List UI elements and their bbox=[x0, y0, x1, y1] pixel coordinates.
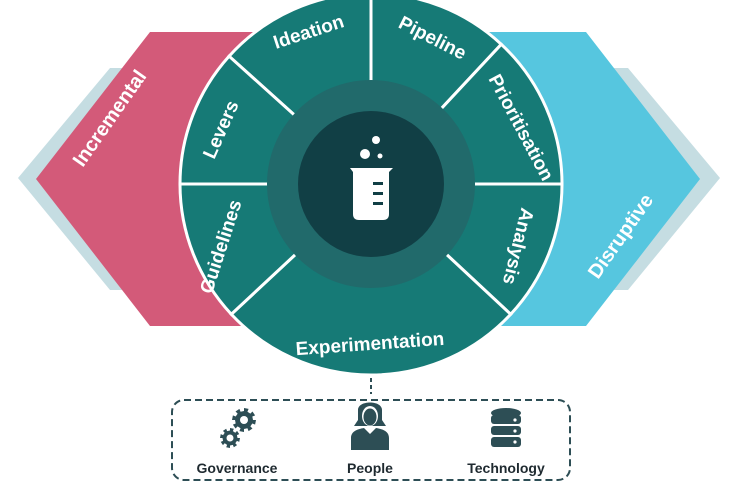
governance-label: Governance bbox=[197, 460, 278, 476]
technology-label: Technology bbox=[467, 460, 545, 476]
foundation-box bbox=[171, 399, 571, 481]
person-icon bbox=[351, 402, 389, 450]
beaker-icon bbox=[350, 136, 393, 220]
database-icon bbox=[491, 408, 521, 447]
gears-icon bbox=[220, 408, 256, 448]
people-label: People bbox=[347, 460, 393, 476]
